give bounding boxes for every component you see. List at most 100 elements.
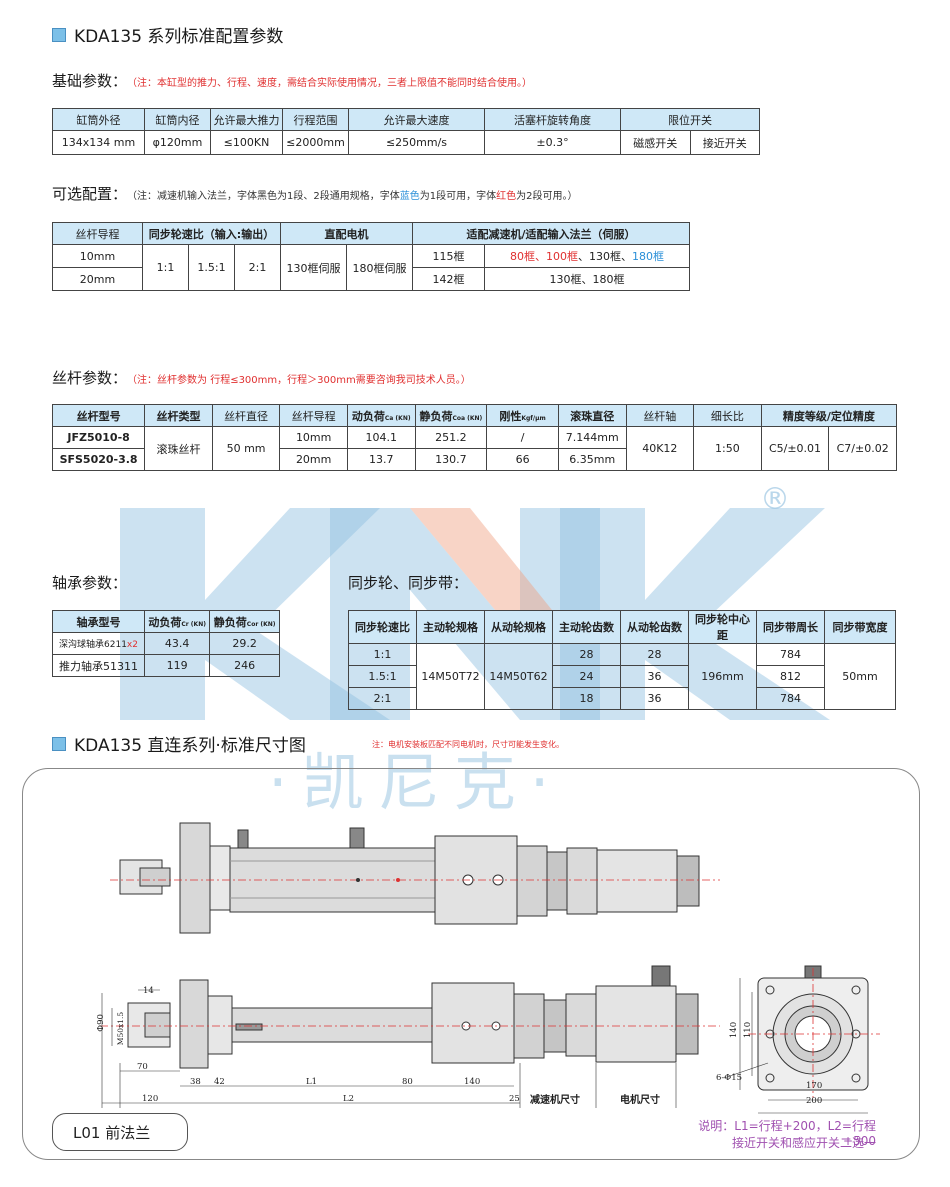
bearing-dyn-sub: Cr (KN) — [181, 620, 206, 628]
th-driver-spec: 主动轮规格 — [416, 610, 485, 644]
th-rotation: 活塞杆旋转角度 — [484, 108, 621, 131]
th-stroke: 行程范围 — [282, 108, 349, 131]
cell-len1: 784 — [756, 643, 825, 666]
bearing-stat-sub: Cor (KN) — [246, 620, 276, 628]
th-dyn-load: 动负荷Ca (KN) — [346, 404, 416, 427]
dim-80: 80 — [402, 1077, 413, 1087]
cell-switch-prox: 接近开关 — [689, 130, 760, 155]
cell-prec-2: C7/±0.02 — [828, 426, 897, 471]
cell-dn3: 36 — [620, 687, 689, 710]
cell-screw-lead-1: 10mm — [279, 426, 348, 449]
dyn-load-label: 动负荷 — [351, 409, 385, 423]
bearing-stat-label: 静负荷 — [213, 615, 247, 629]
dim-140: 140 — [464, 1077, 481, 1087]
technical-drawing — [100, 822, 880, 1114]
cell-stat-1: 251.2 — [414, 426, 488, 449]
cell-dyn-1: 104.1 — [346, 426, 416, 449]
th-belt-width: 同步带宽度 — [824, 610, 896, 644]
cell-id: φ120mm — [144, 130, 211, 155]
dim-6phi15: 6-Φ15 — [716, 1073, 743, 1083]
screw-note: （注：丝杆参数为 行程≤300mm，行程＞300mm需要咨询我司技术人员。） — [127, 375, 471, 386]
cell-prec-1: C5/±0.01 — [760, 426, 830, 471]
basic-table: 缸筒外径 缸筒内径 允许最大推力 行程范围 允许最大速度 活塞杆旋转角度 限位开… — [52, 108, 760, 155]
th-lead: 丝杆导程 — [52, 222, 143, 245]
th-limit-switch: 限位开关 — [620, 108, 760, 131]
cell-sync-r2: 1.5:1 — [348, 665, 417, 688]
cell-dn2: 36 — [620, 665, 689, 688]
drawing-note: 注：电机安装板匹配不同电机时，尺寸可能发生变化。 — [372, 740, 564, 749]
basic-params-heading: 基础参数： （注：本缸型的推力、行程、速度，需结合实际使用情况，三者上限值不能同… — [52, 70, 532, 91]
flange-label: L01 前法兰 — [73, 1123, 151, 1142]
th-rigidity: 刚性Kgf/μm — [486, 404, 559, 427]
page-title: KDA135 系列标准配置参数 — [74, 27, 284, 47]
dyn-load-sub: Ca (KN) — [384, 414, 411, 422]
cell-bearing-2-stat: 246 — [209, 654, 280, 677]
cell-lead-20: 20mm — [52, 267, 143, 291]
cell-stat-2: 130.7 — [414, 448, 488, 471]
th-driven-teeth: 从动轮齿数 — [620, 610, 689, 644]
cell-lead-10: 10mm — [52, 244, 143, 268]
optional-note-post: 为2段可用。） — [516, 191, 578, 202]
drawing-section-title: KDA135 直连系列·标准尺寸图 — [52, 731, 306, 756]
cell-rotation: ±0.3° — [484, 130, 621, 155]
cell-sync-r3: 2:1 — [348, 687, 417, 710]
th-sync-ratio: 同步轮速比（输入:输出） — [142, 222, 281, 245]
dim-14: 14 — [143, 986, 154, 996]
cell-rig-1: / — [486, 426, 559, 449]
th-driver-teeth: 主动轮齿数 — [552, 610, 621, 644]
cell-dt3: 18 — [552, 687, 621, 710]
cell-frame-142-list: 130框、180框 — [484, 267, 690, 291]
cell-driver-spec: 14M50T72 — [416, 643, 485, 710]
drawing-frame — [22, 768, 920, 1160]
cell-dn1: 28 — [620, 643, 689, 666]
cell-thrust: ≤100KN — [210, 130, 283, 155]
cell-center: 196mm — [688, 643, 757, 710]
cell-dt2: 24 — [552, 665, 621, 688]
cell-motor-180: 180框伺服 — [346, 244, 413, 291]
th-sync-ratio2: 同步轮速比 — [348, 610, 417, 644]
cell-screw-model-2: SFS5020-3.8 — [51, 448, 146, 471]
dim-170: 170 — [806, 1081, 823, 1091]
basic-label: 基础参数： — [52, 72, 128, 90]
dim-front-110: 110 — [743, 1021, 754, 1039]
optional-heading: 可选配置： （注：减速机输入法兰，字体黑色为1段、2段通用规格，字体 蓝色 为1… — [52, 183, 578, 204]
th-direct-motor: 直配电机 — [280, 222, 413, 245]
th-max-thrust: 允许最大推力 — [210, 108, 283, 131]
cell-bearing-2: 推力轴承51311 — [52, 654, 145, 677]
frame-115-red: 80框、100框 — [510, 250, 578, 263]
cell-sync-r1: 1:1 — [348, 643, 417, 666]
rigidity-sub: Kgf/μm — [521, 414, 546, 422]
cell-rig-2: 66 — [486, 448, 559, 471]
optional-note-mid: 为1段可用，字体 — [419, 191, 497, 202]
dim-l2: L2 — [343, 1094, 355, 1104]
th-belt-length: 同步带周长 — [756, 610, 825, 644]
square-bullet-icon — [52, 736, 66, 751]
cell-speed: ≤250mm/s — [348, 130, 485, 155]
cell-motor-130: 130框伺服 — [280, 244, 347, 291]
stat-load-label: 静负荷 — [419, 409, 453, 423]
cell-ratio-1: 1:1 — [142, 244, 189, 291]
cell-frame-115: 115框 — [412, 244, 485, 268]
optional-note-blue: 蓝色 — [399, 191, 420, 202]
screw-heading: 丝杆参数： （注：丝杆参数为 行程≤300mm，行程＞300mm需要咨询我司技术… — [52, 367, 471, 388]
dim-70: 70 — [137, 1062, 148, 1072]
th-shaft: 丝杆轴 — [625, 404, 695, 427]
th-bearing-stat: 静负荷Cor (KN) — [209, 610, 280, 633]
cell-shaft: 40K12 — [625, 426, 695, 471]
dim-m50: M50x1.5 — [116, 1011, 126, 1046]
screw-label: 丝杆参数： — [52, 369, 128, 387]
flange-label-box: L01 前法兰 — [52, 1113, 188, 1151]
registered-mark: ® — [760, 482, 790, 517]
bearing-1-mult: x2 — [126, 640, 138, 650]
dim-200: 200 — [806, 1096, 823, 1106]
dim-38: 38 — [190, 1077, 201, 1087]
bearing-1-name: 深沟球轴承6211 — [59, 640, 127, 650]
dim-phi90: Φ90 — [95, 1014, 106, 1032]
square-bullet-icon — [52, 27, 66, 42]
dim-42: 42 — [214, 1077, 225, 1087]
cell-len2: 812 — [756, 665, 825, 688]
section-title: KDA135 系列标准配置参数 — [52, 22, 283, 47]
th-driven-spec: 从动轮规格 — [484, 610, 553, 644]
cell-bearing-1-stat: 29.2 — [209, 632, 280, 655]
optional-label: 可选配置： — [52, 185, 128, 203]
